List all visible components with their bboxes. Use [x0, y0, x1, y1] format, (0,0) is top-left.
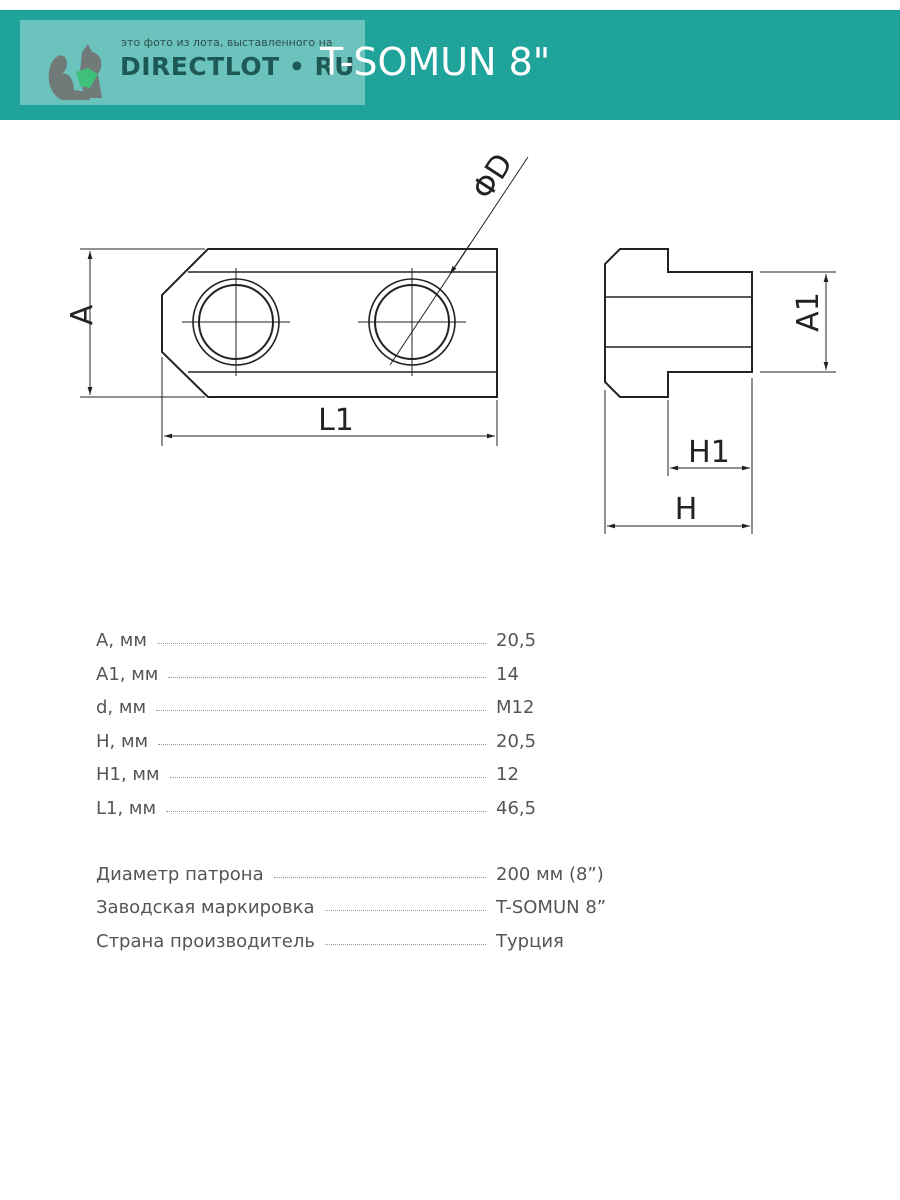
label-a: A [65, 304, 100, 325]
spec-row: H, мм 20,5 [96, 731, 616, 765]
spec-row: d, мм M12 [96, 697, 616, 731]
squirrel-logo-icon [48, 44, 102, 100]
spec-row: A1, мм 14 [96, 664, 616, 698]
spec-row: L1, мм 46,5 [96, 798, 616, 832]
dot-leader [158, 743, 486, 745]
dot-leader [273, 876, 486, 878]
spec-label: A, мм [96, 630, 147, 651]
technical-drawing: A L1 ΦD A1 H1 H [65, 148, 836, 534]
info-value: Турция [496, 930, 564, 952]
info-value: 200 мм (8”) [496, 863, 604, 885]
dot-leader [166, 810, 486, 812]
spec-value: 20,5 [496, 730, 537, 752]
page-title: T-SOMUN 8" [320, 40, 551, 84]
spec-row: A, мм 20,5 [96, 630, 616, 664]
spec-row: H1, мм 12 [96, 764, 616, 798]
spec-label: d, мм [96, 697, 147, 719]
spec-label: H1, мм [96, 764, 160, 786]
spec-value: M12 [496, 697, 535, 719]
dot-leader [324, 943, 486, 945]
spec-value: 46,5 [496, 797, 537, 819]
info-label: Страна производитель [96, 930, 315, 952]
label-d: ΦD [466, 148, 521, 206]
info-row: Заводская маркировка T-SOMUN 8” [96, 897, 616, 931]
info-value: T-SOMUN 8” [496, 897, 607, 919]
spec-label: H, мм [96, 730, 149, 752]
label-l1: L1 [318, 403, 354, 438]
info-label: Диаметр патрона [96, 863, 264, 885]
label-h: H [675, 492, 698, 527]
spec-value: 12 [496, 764, 519, 786]
spec-value: 14 [496, 663, 519, 685]
dot-leader [324, 910, 486, 912]
watermark-caption: это фото из лота, выставленного на [121, 36, 333, 49]
info-row: Страна производитель Турция [96, 931, 616, 965]
label-a1: A1 [791, 292, 826, 332]
front-view [80, 156, 529, 446]
dot-leader [168, 676, 486, 678]
info-row: Диаметр патрона 200 мм (8”) [96, 864, 616, 898]
label-h1: H1 [688, 435, 730, 470]
side-view [604, 248, 836, 534]
spec-list: A, мм 20,5 A1, мм 14 d, мм M12 H, мм 20,5 H1… [96, 630, 616, 964]
dot-leader [169, 777, 486, 779]
spec-value: 20,5 [496, 630, 537, 651]
dot-leader [156, 643, 486, 644]
watermark: это фото из лота, выставленного на DIREC… [20, 20, 365, 105]
spec-label: A1, мм [96, 663, 159, 685]
spec-label: L1, мм [96, 797, 157, 819]
watermark-logo: DIRECTLOT • RU [120, 52, 356, 81]
info-label: Заводская маркировка [96, 897, 315, 919]
dot-leader [156, 710, 486, 712]
